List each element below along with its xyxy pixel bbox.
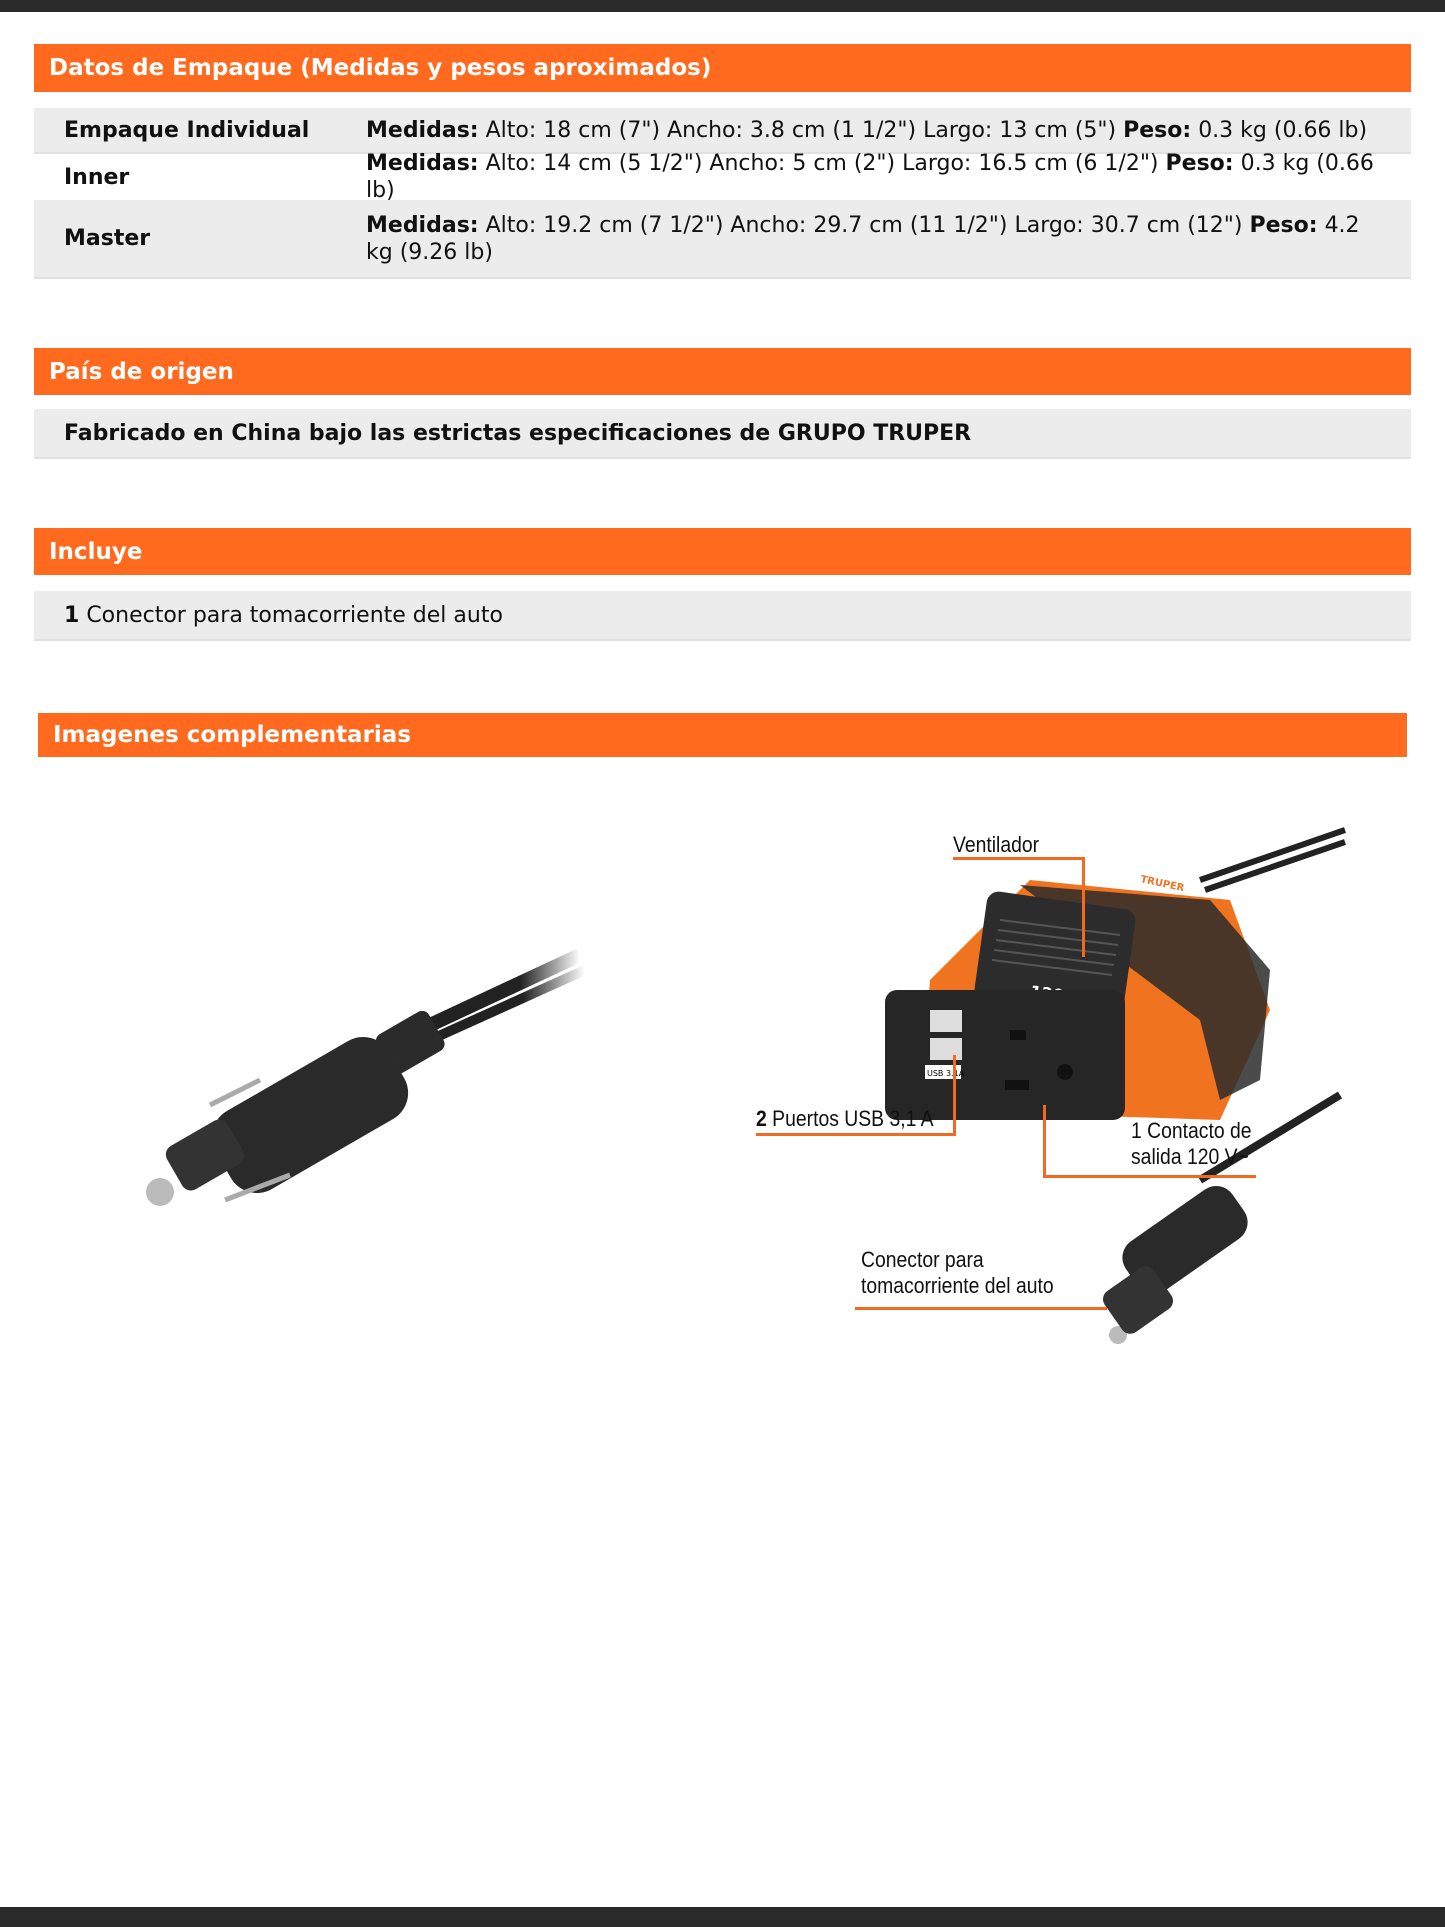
row-label: Empaque Individual: [64, 117, 310, 143]
callout-line: [953, 857, 1083, 860]
row-label: Inner: [64, 164, 130, 190]
callout-line: [1043, 1175, 1256, 1178]
car-connector-image: [146, 948, 588, 1206]
packaging-title: Datos de Empaque (Medidas y pesos aproxi…: [49, 55, 712, 81]
callout-fan: Ventilador: [953, 832, 1040, 857]
callout-line: [953, 1055, 956, 1135]
includes-header: Incluye: [34, 528, 1411, 575]
table-row: Empaque Individual Medidas: Alto: 18 cm …: [34, 108, 1411, 154]
row-value: Medidas: Alto: 18 cm (7") Ancho: 3.8 cm …: [366, 117, 1368, 143]
row-value: Medidas: Alto: 14 cm (5 1/2") Ancho: 5 c…: [366, 151, 1374, 203]
usb-badge: USB 3.1A: [927, 1069, 965, 1078]
images-header: Imagenes complementarias: [38, 713, 1407, 757]
table-row: Master Medidas: Alto: 19.2 cm (7 1/2") A…: [34, 200, 1411, 279]
callout-line: [1043, 1105, 1046, 1177]
top-bar: [0, 0, 1445, 12]
origin-text: Fabricado en China bajo las estrictas es…: [64, 420, 972, 446]
origin-row: Fabricado en China bajo las estrictas es…: [34, 409, 1411, 459]
callout-line: [855, 1307, 1107, 1310]
includes-row: 1 Conector para tomacorriente del auto: [34, 591, 1411, 641]
packaging-header: Datos de Empaque (Medidas y pesos aproxi…: [34, 44, 1411, 92]
row-value: Medidas: Alto: 19.2 cm (7 1/2") Ancho: 2…: [366, 212, 1360, 265]
inverter-image: 120 W TRUPER USB 3.1A: [885, 827, 1346, 1344]
callout-line: [1082, 857, 1085, 957]
callout-usb: 2 Puertos USB 3,1 A: [756, 1106, 934, 1131]
callout-line: [756, 1133, 956, 1136]
bottom-bar: [0, 1907, 1445, 1927]
origin-header: País de origen: [34, 348, 1411, 395]
images-title: Imagenes complementarias: [53, 722, 412, 748]
origin-title: País de origen: [49, 358, 234, 385]
includes-title: Incluye: [49, 538, 143, 565]
table-row: Inner Medidas: Alto: 14 cm (5 1/2") Anch…: [34, 151, 1411, 203]
includes-item: 1 Conector para tomacorriente del auto: [64, 602, 503, 628]
row-label: Master: [64, 226, 151, 251]
brand-logo: TRUPER: [1139, 874, 1185, 894]
